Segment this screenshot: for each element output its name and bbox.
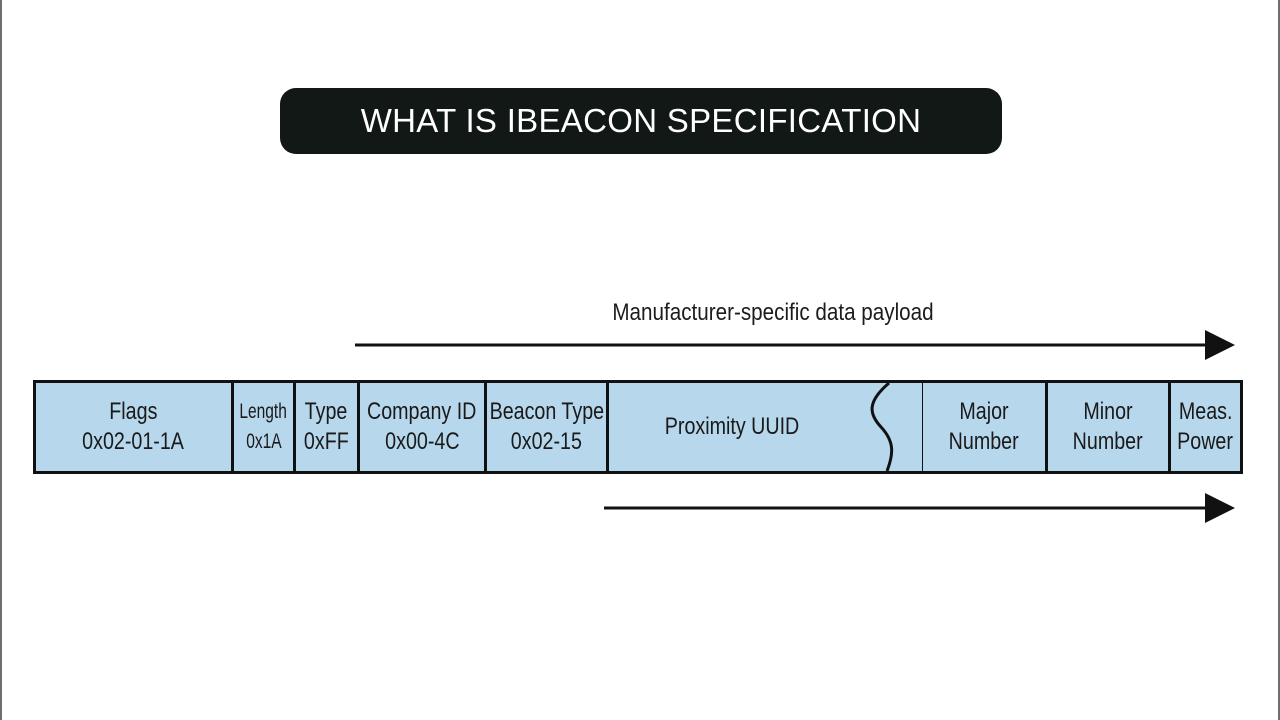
field-length: Length 0x1A xyxy=(234,383,296,471)
field-minor-number-value: Number xyxy=(1072,428,1143,455)
field-minor-number: Minor Number xyxy=(1048,383,1171,471)
field-major-number-value: Number xyxy=(948,428,1019,455)
field-major-number: Major Number xyxy=(923,383,1048,471)
page-title: WHAT IS IBEACON SPECIFICATION xyxy=(360,102,922,139)
field-measured-power-name: Meas. xyxy=(1178,398,1233,425)
field-flags-value: 0x02-01-1A xyxy=(82,428,185,455)
ibeacon-packet: Flags 0x02-01-1A Length 0x1A Type 0xFF C… xyxy=(33,380,1243,474)
field-type-name: Type xyxy=(305,398,348,425)
field-proximity-uuid: Proximity UUID xyxy=(609,383,923,471)
field-type: Type 0xFF xyxy=(296,383,360,471)
field-beacon-type-name: Beacon Type xyxy=(489,398,604,425)
field-type-value: 0xFF xyxy=(304,428,349,455)
field-proximity-uuid-name: Proximity UUID xyxy=(665,413,800,440)
field-major-number-name: Major xyxy=(959,398,1009,425)
field-minor-number-name: Minor xyxy=(1083,398,1133,425)
right-border-line xyxy=(1278,0,1280,720)
field-company-id-name: Company ID xyxy=(367,398,477,425)
field-beacon-type-value: 0x02-15 xyxy=(510,428,583,455)
field-length-name: Length xyxy=(239,400,288,423)
field-company-id: Company ID 0x00-4C xyxy=(360,383,487,471)
title-banner: WHAT IS IBEACON SPECIFICATION xyxy=(280,88,1002,154)
field-company-id-value: 0x00-4C xyxy=(384,428,460,455)
field-flags: Flags 0x02-01-1A xyxy=(36,383,234,471)
field-beacon-type: Beacon Type 0x02-15 xyxy=(487,383,609,471)
field-measured-power-value: Power xyxy=(1177,428,1234,455)
field-flags-name: Flags xyxy=(109,398,158,425)
left-border-line xyxy=(0,0,2,720)
field-measured-power: Meas. Power xyxy=(1171,383,1240,471)
manufacturer-payload-caption: Manufacturer-specific data payload xyxy=(612,299,934,326)
field-length-value: 0x1A xyxy=(245,430,282,453)
